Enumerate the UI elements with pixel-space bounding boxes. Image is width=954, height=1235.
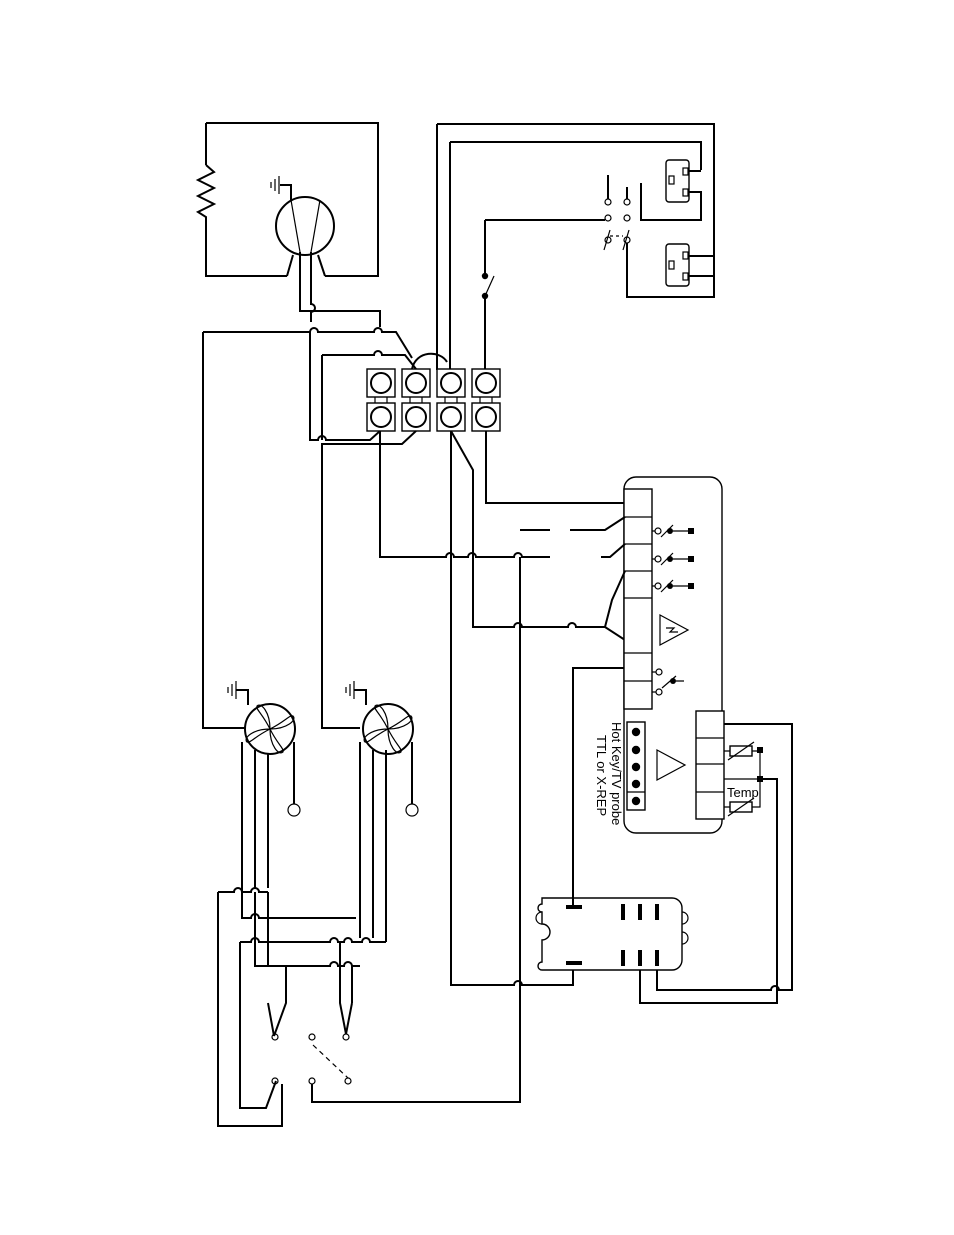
fan-motor-1 (228, 681, 300, 816)
terminal-block (367, 369, 500, 431)
fan-motor-icon (364, 705, 412, 753)
fan-switch-group (272, 1034, 351, 1084)
compressor-motor-icon (276, 197, 334, 276)
probe-label-line2: TTL or X-REP (594, 735, 609, 816)
ground-icon (271, 176, 291, 200)
contactor-relay (536, 898, 688, 970)
resistor-heater-icon (198, 165, 287, 276)
controller: Hot Key/TV probe TTL or X-REP Temp (594, 477, 763, 833)
switch-s1 (482, 273, 494, 299)
double-switch (604, 175, 630, 250)
sockets-section (437, 124, 714, 370)
ground-icon (228, 681, 248, 705)
temp-label: Temp (727, 785, 759, 800)
compressor-section (198, 123, 380, 327)
probe-label-line1: Hot Key/TV probe (609, 722, 624, 825)
fan-motor-2 (346, 681, 418, 816)
ground-icon (346, 681, 366, 705)
fan-motor-icon (246, 705, 294, 753)
